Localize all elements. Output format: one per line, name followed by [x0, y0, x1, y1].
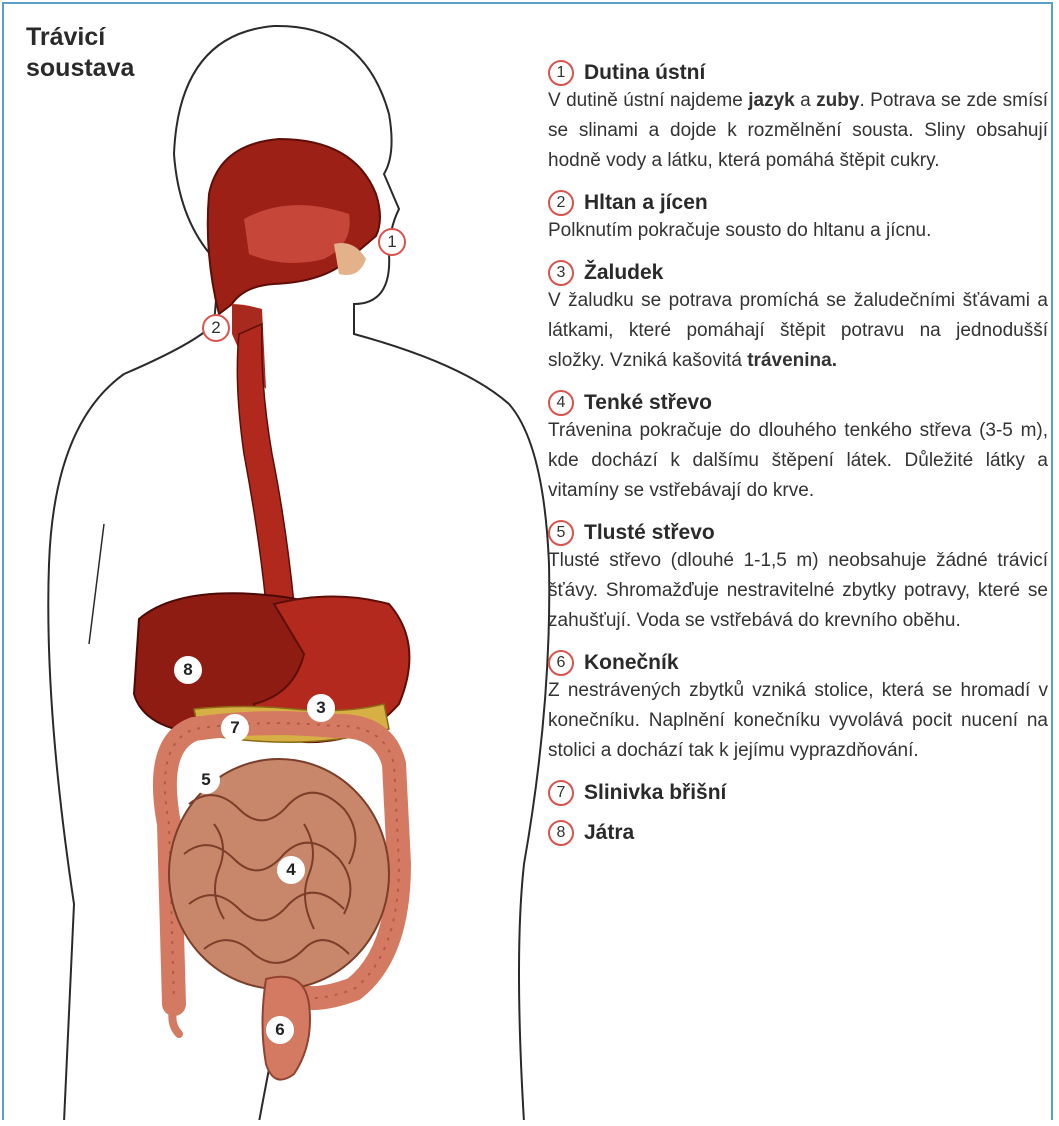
- title-line-1: Trávicí: [26, 22, 134, 53]
- figure-marker-small-intestine: 4: [277, 856, 305, 884]
- legend-description: V žaludku se potrava promíchá se žaludeč…: [548, 286, 1048, 376]
- legend-number: 1: [548, 60, 574, 86]
- legend-heading: Tlusté střevo: [584, 521, 715, 545]
- legend-item-large-intestine: 5 Tlusté střevo Tlusté střevo (dlouhé 1-…: [548, 520, 1048, 636]
- legend-number: 7: [548, 780, 574, 806]
- legend-item-liver: 8 Játra: [548, 820, 1048, 846]
- legend-number: 8: [548, 820, 574, 846]
- legend-item-stomach: 3 Žaludek V žaludku se potrava promíchá …: [548, 260, 1048, 376]
- figure-marker-pancreas: 7: [221, 714, 249, 742]
- legend-heading: Tenké střevo: [584, 391, 712, 415]
- legend: 1 Dutina ústní V dutině ústní najdeme ja…: [548, 60, 1048, 860]
- legend-heading: Hltan a jícen: [584, 191, 708, 215]
- legend-description: V dutině ústní najdeme jazyk a zuby. Pot…: [548, 86, 1048, 176]
- legend-heading: Konečník: [584, 651, 679, 675]
- legend-item-oral-cavity: 1 Dutina ústní V dutině ústní najdeme ja…: [548, 60, 1048, 176]
- legend-number: 6: [548, 650, 574, 676]
- page-title: Trávicí soustava: [26, 22, 134, 84]
- legend-item-pancreas: 7 Slinivka břišní: [548, 780, 1048, 806]
- figure-marker-esophagus: 2: [202, 314, 230, 342]
- legend-number: 4: [548, 390, 574, 416]
- legend-heading: Slinivka břišní: [584, 781, 726, 805]
- figure-marker-mouth: 1: [378, 228, 406, 256]
- figure-marker-large-intestine: 5: [192, 766, 220, 794]
- legend-number: 5: [548, 520, 574, 546]
- legend-heading: Dutina ústní: [584, 61, 705, 85]
- legend-description: Z nestrávených zbytků vzniká stolice, kt…: [548, 676, 1048, 766]
- legend-number: 2: [548, 190, 574, 216]
- legend-description: Polknutím pokračuje sousto do hltanu a j…: [548, 216, 1048, 246]
- title-line-2: soustava: [26, 53, 134, 84]
- legend-number: 3: [548, 260, 574, 286]
- figure-marker-rectum: 6: [266, 1016, 294, 1044]
- legend-heading: Játra: [584, 821, 634, 845]
- legend-heading: Žaludek: [584, 261, 663, 285]
- legend-description: Tlusté střevo (dlouhé 1-1,5 m) neobsahuj…: [548, 546, 1048, 636]
- legend-item-rectum: 6 Konečník Z nestrávených zbytků vzniká …: [548, 650, 1048, 766]
- figure-marker-liver: 8: [174, 656, 202, 684]
- legend-item-pharynx-esophagus: 2 Hltan a jícen Polknutím pokračuje sous…: [548, 190, 1048, 246]
- legend-item-small-intestine: 4 Tenké střevo Trávenina pokračuje do dl…: [548, 390, 1048, 506]
- legend-description: Trávenina pokračuje do dlouhého tenkého …: [548, 416, 1048, 506]
- figure-marker-stomach: 3: [307, 694, 335, 722]
